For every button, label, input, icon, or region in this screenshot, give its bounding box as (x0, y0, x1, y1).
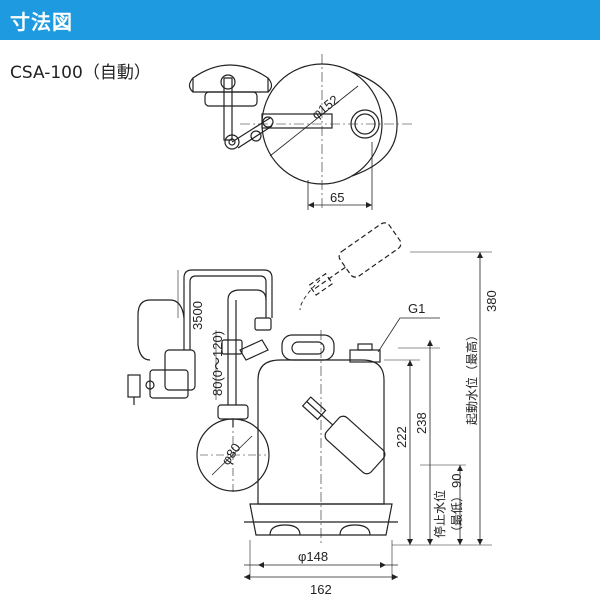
pump-base (249, 503, 393, 536)
stop-level-sub-label: （最低） (450, 490, 464, 538)
page-title: 寸法図 (10, 10, 73, 34)
model-label: CSA-100（自動） (10, 63, 151, 83)
stop-level-label: 停止水位 (432, 490, 447, 538)
side-view (127, 222, 492, 580)
float-diameter-label: φ80 (218, 440, 243, 467)
float-range-label: 80(0〜120) (210, 331, 225, 396)
height-222-label: 222 (394, 426, 409, 448)
height-238-label: 238 (414, 412, 429, 434)
start-level-label: 起動水位（最高） (464, 329, 479, 425)
raised-float (308, 222, 402, 296)
base-diameter-label: φ148 (298, 549, 328, 564)
lowered-float (301, 396, 386, 475)
pump-handle (281, 334, 335, 361)
header-bar (0, 0, 600, 40)
top-float-body (192, 64, 269, 93)
cord-length-label: 3500 (190, 301, 205, 330)
pump-body (257, 359, 385, 505)
height-380-label: 380 (484, 290, 499, 312)
top-float-base (204, 91, 258, 107)
top-view (188, 54, 412, 210)
top-arm (223, 77, 233, 141)
cord-loop (183, 269, 273, 318)
top-width-label: 65 (330, 190, 344, 205)
stop-level-value: 90 (449, 474, 464, 488)
base-width-label: 162 (310, 582, 332, 597)
top-diameter-label: φ152 (309, 92, 342, 122)
g1-label: G1 (408, 301, 425, 316)
